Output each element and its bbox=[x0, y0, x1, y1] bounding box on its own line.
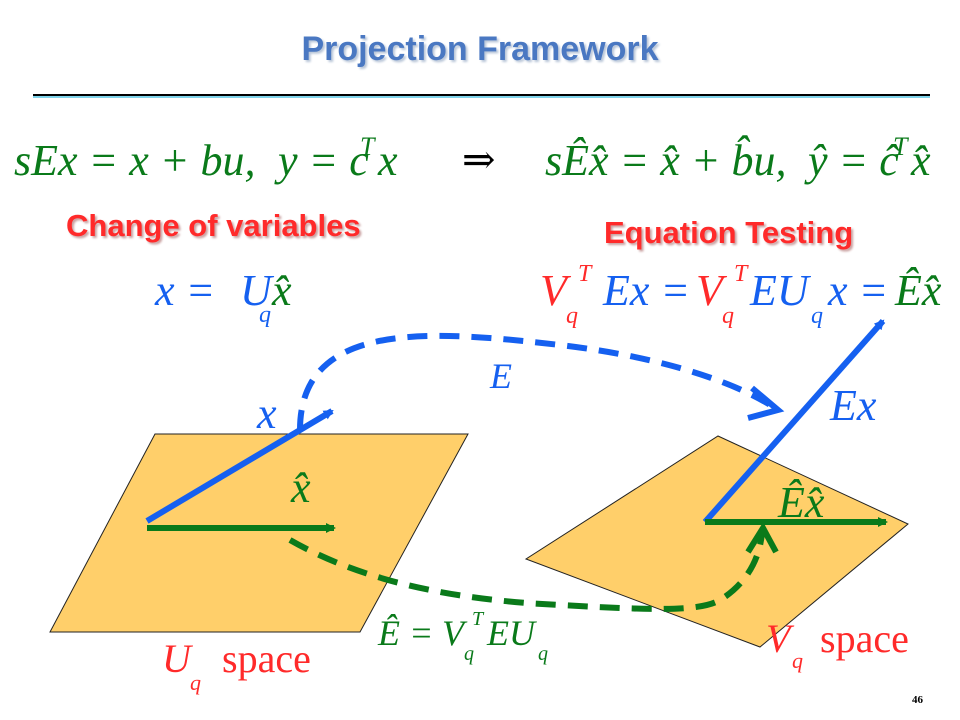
svg-text:EU: EU bbox=[486, 613, 537, 653]
heading-change-of-variables: Change of variables bbox=[66, 208, 361, 243]
x-label: x bbox=[256, 389, 277, 438]
svg-text:q: q bbox=[464, 643, 474, 665]
reduced-order-equations: sÊx̂ = x̂ + b̂u, ŷ = ĉ T x̂ bbox=[545, 132, 931, 185]
ex-vector bbox=[702, 319, 886, 524]
x-vector bbox=[145, 408, 334, 524]
svg-text:T: T bbox=[734, 261, 749, 287]
e-hat-mapping-curve bbox=[288, 531, 765, 612]
svg-text:q: q bbox=[566, 303, 578, 329]
svg-text:EU: EU bbox=[749, 266, 812, 315]
testing-equation: V q T Ex = V q T EU q x = Êx̂ bbox=[540, 261, 942, 329]
svg-text:q: q bbox=[259, 302, 271, 328]
e-hat-definition: Ê = V q T EU q bbox=[377, 608, 548, 665]
svg-text:q: q bbox=[722, 303, 734, 329]
title-divider bbox=[33, 94, 930, 98]
svg-text:V: V bbox=[540, 266, 572, 315]
svg-text:x =: x = bbox=[827, 266, 888, 315]
svg-text:x =: x = bbox=[154, 266, 215, 315]
v-space-label: V q space bbox=[766, 616, 909, 673]
full-order-equations: sEx = x + bu, y = c T x bbox=[14, 132, 398, 185]
e-hat-x-hat-label: Êx̂ bbox=[777, 478, 825, 527]
svg-text:U: U bbox=[240, 266, 275, 315]
e-mapping-arrowhead bbox=[747, 385, 785, 421]
full-output-equation: y = c bbox=[274, 136, 369, 185]
svg-text:Êx̂: Êx̂ bbox=[894, 266, 942, 315]
full-state-equation: sEx = x + bu, bbox=[14, 136, 255, 185]
reduced-output-transpose: T bbox=[893, 132, 909, 161]
v-subspace-plane bbox=[524, 435, 909, 648]
change-of-variables-equation: x = U q x̂ bbox=[154, 266, 292, 328]
svg-text:T: T bbox=[578, 261, 593, 287]
svg-text:T: T bbox=[472, 608, 485, 630]
e-hat-mapping-arrowhead bbox=[745, 522, 779, 554]
svg-text:Ê =: Ê = bbox=[377, 613, 433, 653]
svg-text:V: V bbox=[696, 266, 728, 315]
svg-text:space: space bbox=[820, 616, 909, 661]
slide-number: 46 bbox=[912, 694, 923, 706]
x-hat-label: x̂ bbox=[290, 463, 311, 512]
svg-text:V: V bbox=[766, 616, 795, 661]
reduced-state-equation: sÊx̂ = x̂ + b̂u, bbox=[545, 135, 786, 185]
svg-text:q: q bbox=[811, 303, 823, 329]
svg-text:q: q bbox=[538, 643, 548, 665]
reduced-output-x: x̂ bbox=[910, 136, 931, 185]
u-subspace-plane bbox=[49, 433, 469, 633]
implies-arrow: ⇒ bbox=[462, 137, 496, 182]
full-output-transpose: T bbox=[360, 132, 376, 161]
ex-label: Ex bbox=[829, 381, 877, 430]
u-space-label: U q space bbox=[162, 636, 311, 695]
e-label: E bbox=[489, 356, 512, 396]
reduced-output-equation: ŷ = ĉ bbox=[804, 136, 899, 185]
e-mapping-curve bbox=[297, 332, 777, 431]
slide-title: Projection Framework bbox=[301, 30, 659, 68]
svg-text:q: q bbox=[190, 670, 201, 695]
svg-text:space: space bbox=[222, 636, 311, 681]
svg-text:x̂: x̂ bbox=[271, 266, 292, 315]
svg-text:U: U bbox=[162, 636, 194, 681]
full-output-x: x bbox=[377, 136, 398, 185]
heading-equation-testing: Equation Testing bbox=[604, 215, 854, 250]
svg-text:Ex =: Ex = bbox=[602, 266, 690, 315]
svg-text:V: V bbox=[442, 613, 468, 653]
svg-text:q: q bbox=[792, 648, 803, 673]
